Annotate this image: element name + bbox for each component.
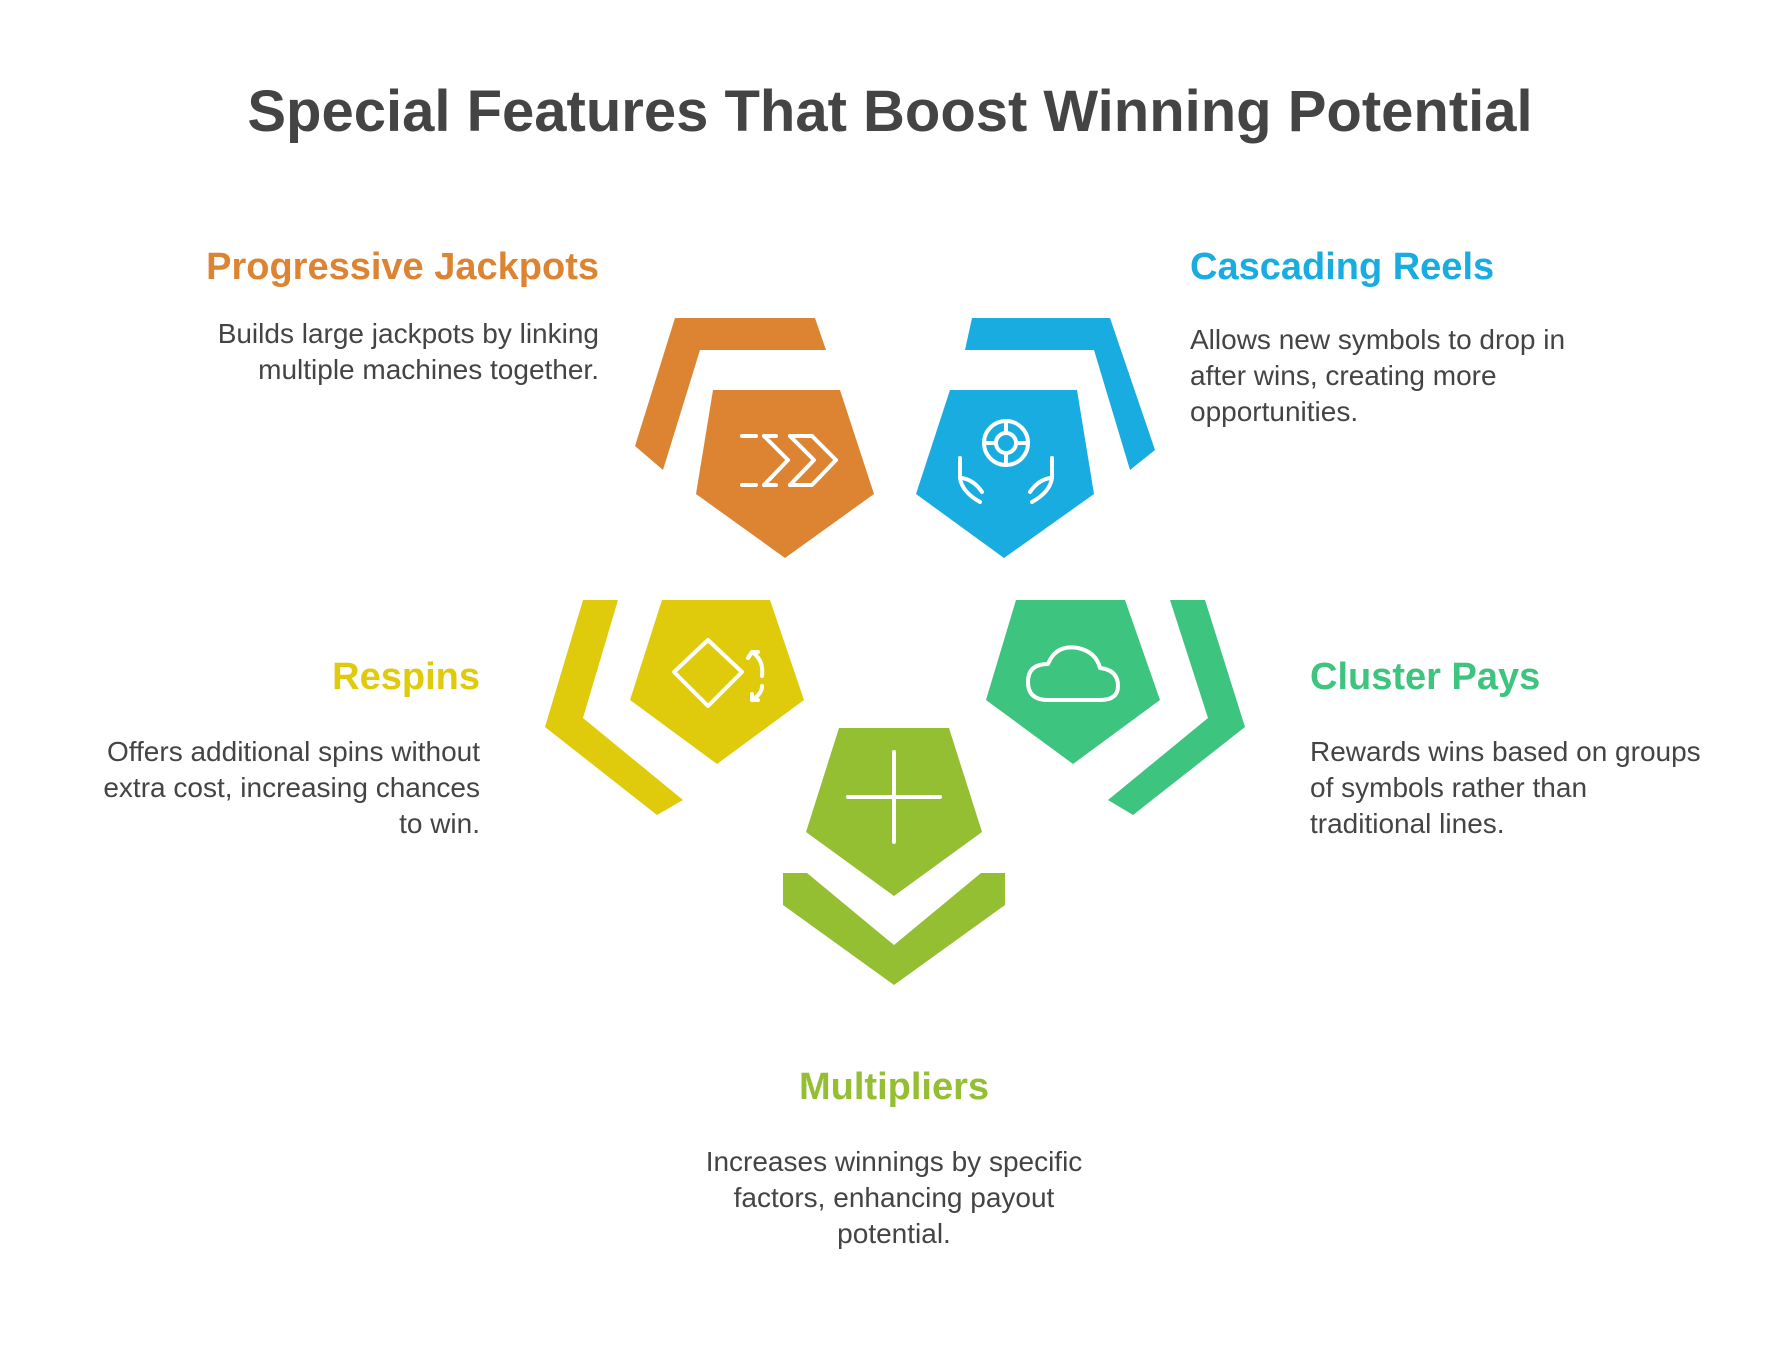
desc-progressive-jackpots: Builds large jackpots by linking multipl… <box>218 316 599 388</box>
desc-line: of symbols rather than <box>1310 772 1588 803</box>
fast-forward-icon <box>740 434 838 487</box>
pentagon-cluster <box>986 600 1160 764</box>
diamond-refresh-icon <box>672 638 765 708</box>
segment-respins <box>545 600 804 815</box>
desc-respins: Offers additional spins without extra co… <box>103 734 480 842</box>
desc-line: Rewards wins based on groups <box>1310 736 1701 767</box>
pentagon-cascading <box>916 390 1094 558</box>
outer-band-progressive <box>635 318 826 470</box>
desc-line: Offers additional spins without <box>106 736 480 767</box>
pentagon-respins <box>630 600 804 764</box>
heading-progressive-jackpots: Progressive Jackpots <box>206 246 599 288</box>
pentagon-progressive <box>696 390 874 558</box>
heading-respins: Respins <box>332 656 480 698</box>
segment-cluster-pays <box>986 600 1245 815</box>
desc-multipliers: Increases winnings by specific factors, … <box>594 1144 1194 1252</box>
desc-line: potential. <box>837 1218 951 1249</box>
desc-line: factors, enhancing payout <box>733 1182 1055 1213</box>
desc-line: Builds large jackpots by linking <box>217 318 599 349</box>
desc-line: to win. <box>399 808 480 839</box>
desc-line: Increases winnings by specific <box>705 1146 1083 1177</box>
page-title: Special Features That Boost Winning Pote… <box>247 79 1533 144</box>
segment-cascading-reels <box>916 318 1155 558</box>
desc-line: traditional lines. <box>1310 808 1505 839</box>
plus-icon <box>846 750 942 844</box>
desc-cluster-pays: Rewards wins based on groups of symbols … <box>1310 734 1701 842</box>
outer-band-cluster <box>1108 600 1245 815</box>
outer-band-multipliers <box>783 873 1005 985</box>
segment-multipliers <box>783 728 1005 985</box>
segment-progressive-jackpots <box>635 318 874 558</box>
desc-line: extra cost, increasing chances <box>103 772 480 803</box>
outer-band-respins <box>545 600 683 815</box>
desc-line: Allows new symbols to drop in <box>1190 324 1566 355</box>
outer-band-cascading <box>965 318 1155 470</box>
desc-line: after wins, creating more <box>1190 360 1497 391</box>
desc-line: opportunities. <box>1190 396 1359 427</box>
heading-cluster-pays: Cluster Pays <box>1310 656 1541 698</box>
cloud-icon <box>1026 645 1120 702</box>
desc-line: multiple machines together. <box>258 354 599 385</box>
desc-cascading-reels: Allows new symbols to drop in after wins… <box>1190 322 1565 430</box>
hands-chip-icon <box>958 419 1054 504</box>
heading-cascading-reels: Cascading Reels <box>1190 246 1495 288</box>
heading-multipliers: Multipliers <box>798 1066 990 1108</box>
